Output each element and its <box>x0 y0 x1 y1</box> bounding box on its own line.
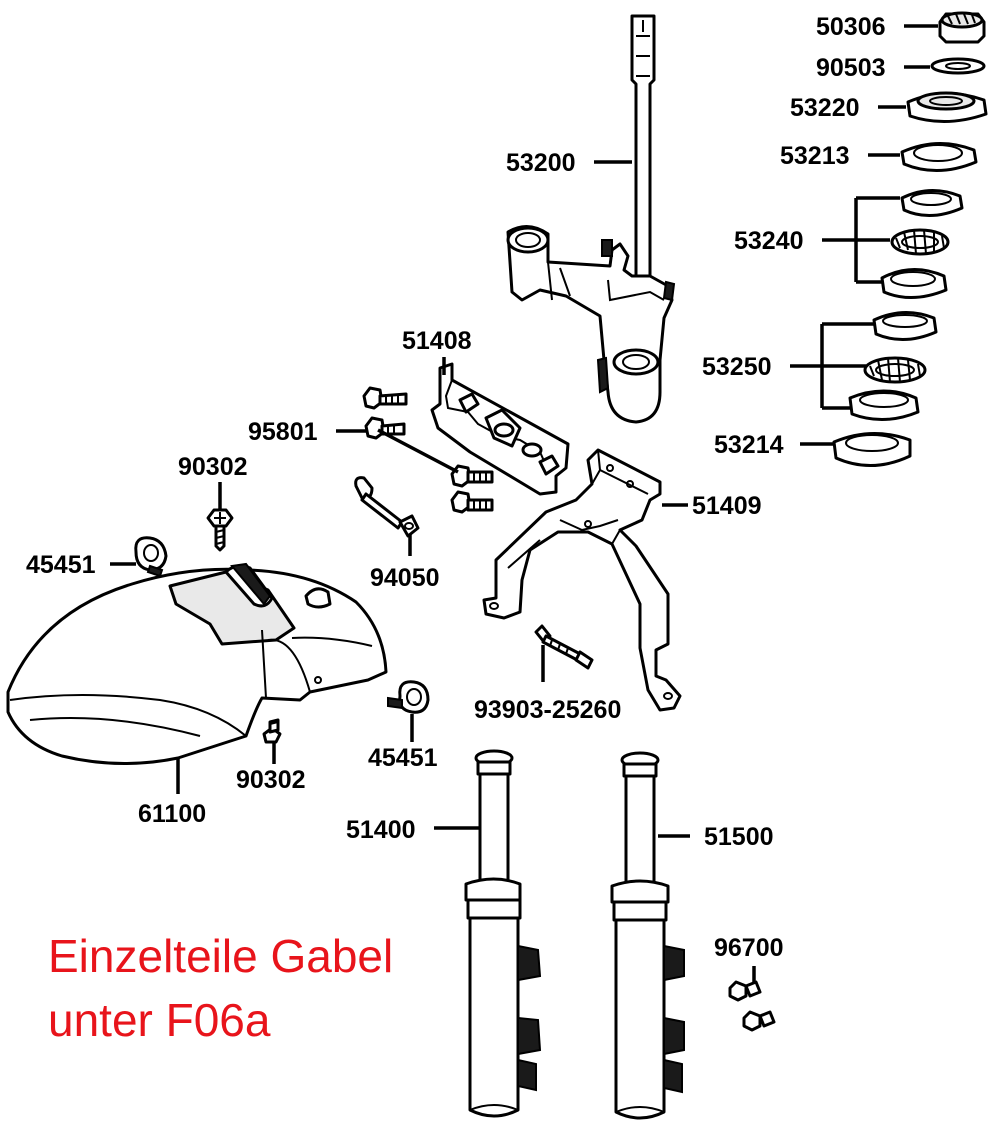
part-45451-grommet-lower <box>387 680 430 714</box>
label-50306: 50306 <box>816 13 886 41</box>
label-93903-25260: 93903-25260 <box>474 696 621 724</box>
label-90503: 90503 <box>816 54 886 82</box>
part-53220-upper-cone <box>906 91 988 124</box>
red-note: Einzelteile Gabel unter F06a <box>48 930 393 1046</box>
part-50306-locknut <box>938 11 986 44</box>
note-line-2: unter F06a <box>48 994 271 1046</box>
label-90302-upper: 90302 <box>178 453 248 481</box>
label-51409: 51409 <box>692 492 762 520</box>
part-90302-screw-lower <box>262 718 282 744</box>
part-53214-lower-cone <box>832 431 912 468</box>
part-96700-bolts <box>728 980 776 1032</box>
label-45451-lower: 45451 <box>368 744 438 772</box>
label-53200: 53200 <box>506 149 576 177</box>
part-53250-bearing-set <box>848 311 938 422</box>
part-51408-bracket <box>430 362 570 496</box>
part-51500-fork-leg-right <box>610 751 685 1120</box>
leader-lines <box>110 24 938 984</box>
label-53250: 53250 <box>702 353 772 381</box>
label-96700: 96700 <box>714 934 784 962</box>
part-51409-mount-bracket <box>482 448 682 712</box>
label-53214: 53214 <box>714 431 784 459</box>
label-61100: 61100 <box>138 800 206 828</box>
part-95801-bolts <box>362 386 494 514</box>
part-94050-link-rod <box>354 476 420 538</box>
label-53213: 53213 <box>780 142 850 170</box>
part-53213-upper-cup <box>900 141 978 173</box>
label-51400: 51400 <box>346 816 416 844</box>
label-45451-upper: 45451 <box>26 551 96 579</box>
note-line-1: Einzelteile Gabel <box>48 930 393 982</box>
label-95801: 95801 <box>248 418 318 446</box>
part-90503-washer <box>930 57 986 75</box>
part-labels: 50306 90503 53220 53213 53240 53250 5321… <box>26 13 886 962</box>
part-53200-steering-stem <box>506 14 676 424</box>
label-90302-lower: 90302 <box>236 766 306 794</box>
label-53240: 53240 <box>734 227 804 255</box>
part-51400-fork-leg-left <box>464 749 542 1118</box>
part-45451-grommet-upper <box>134 536 168 578</box>
label-51500: 51500 <box>704 823 774 851</box>
part-93903-screw <box>534 624 594 670</box>
label-51408: 51408 <box>402 327 472 355</box>
part-53240-bearing-set <box>880 189 964 300</box>
part-90302-screw-upper <box>206 508 234 552</box>
label-94050: 94050 <box>370 564 440 592</box>
label-53220: 53220 <box>790 94 860 122</box>
part-61100-front-fender <box>6 562 388 766</box>
